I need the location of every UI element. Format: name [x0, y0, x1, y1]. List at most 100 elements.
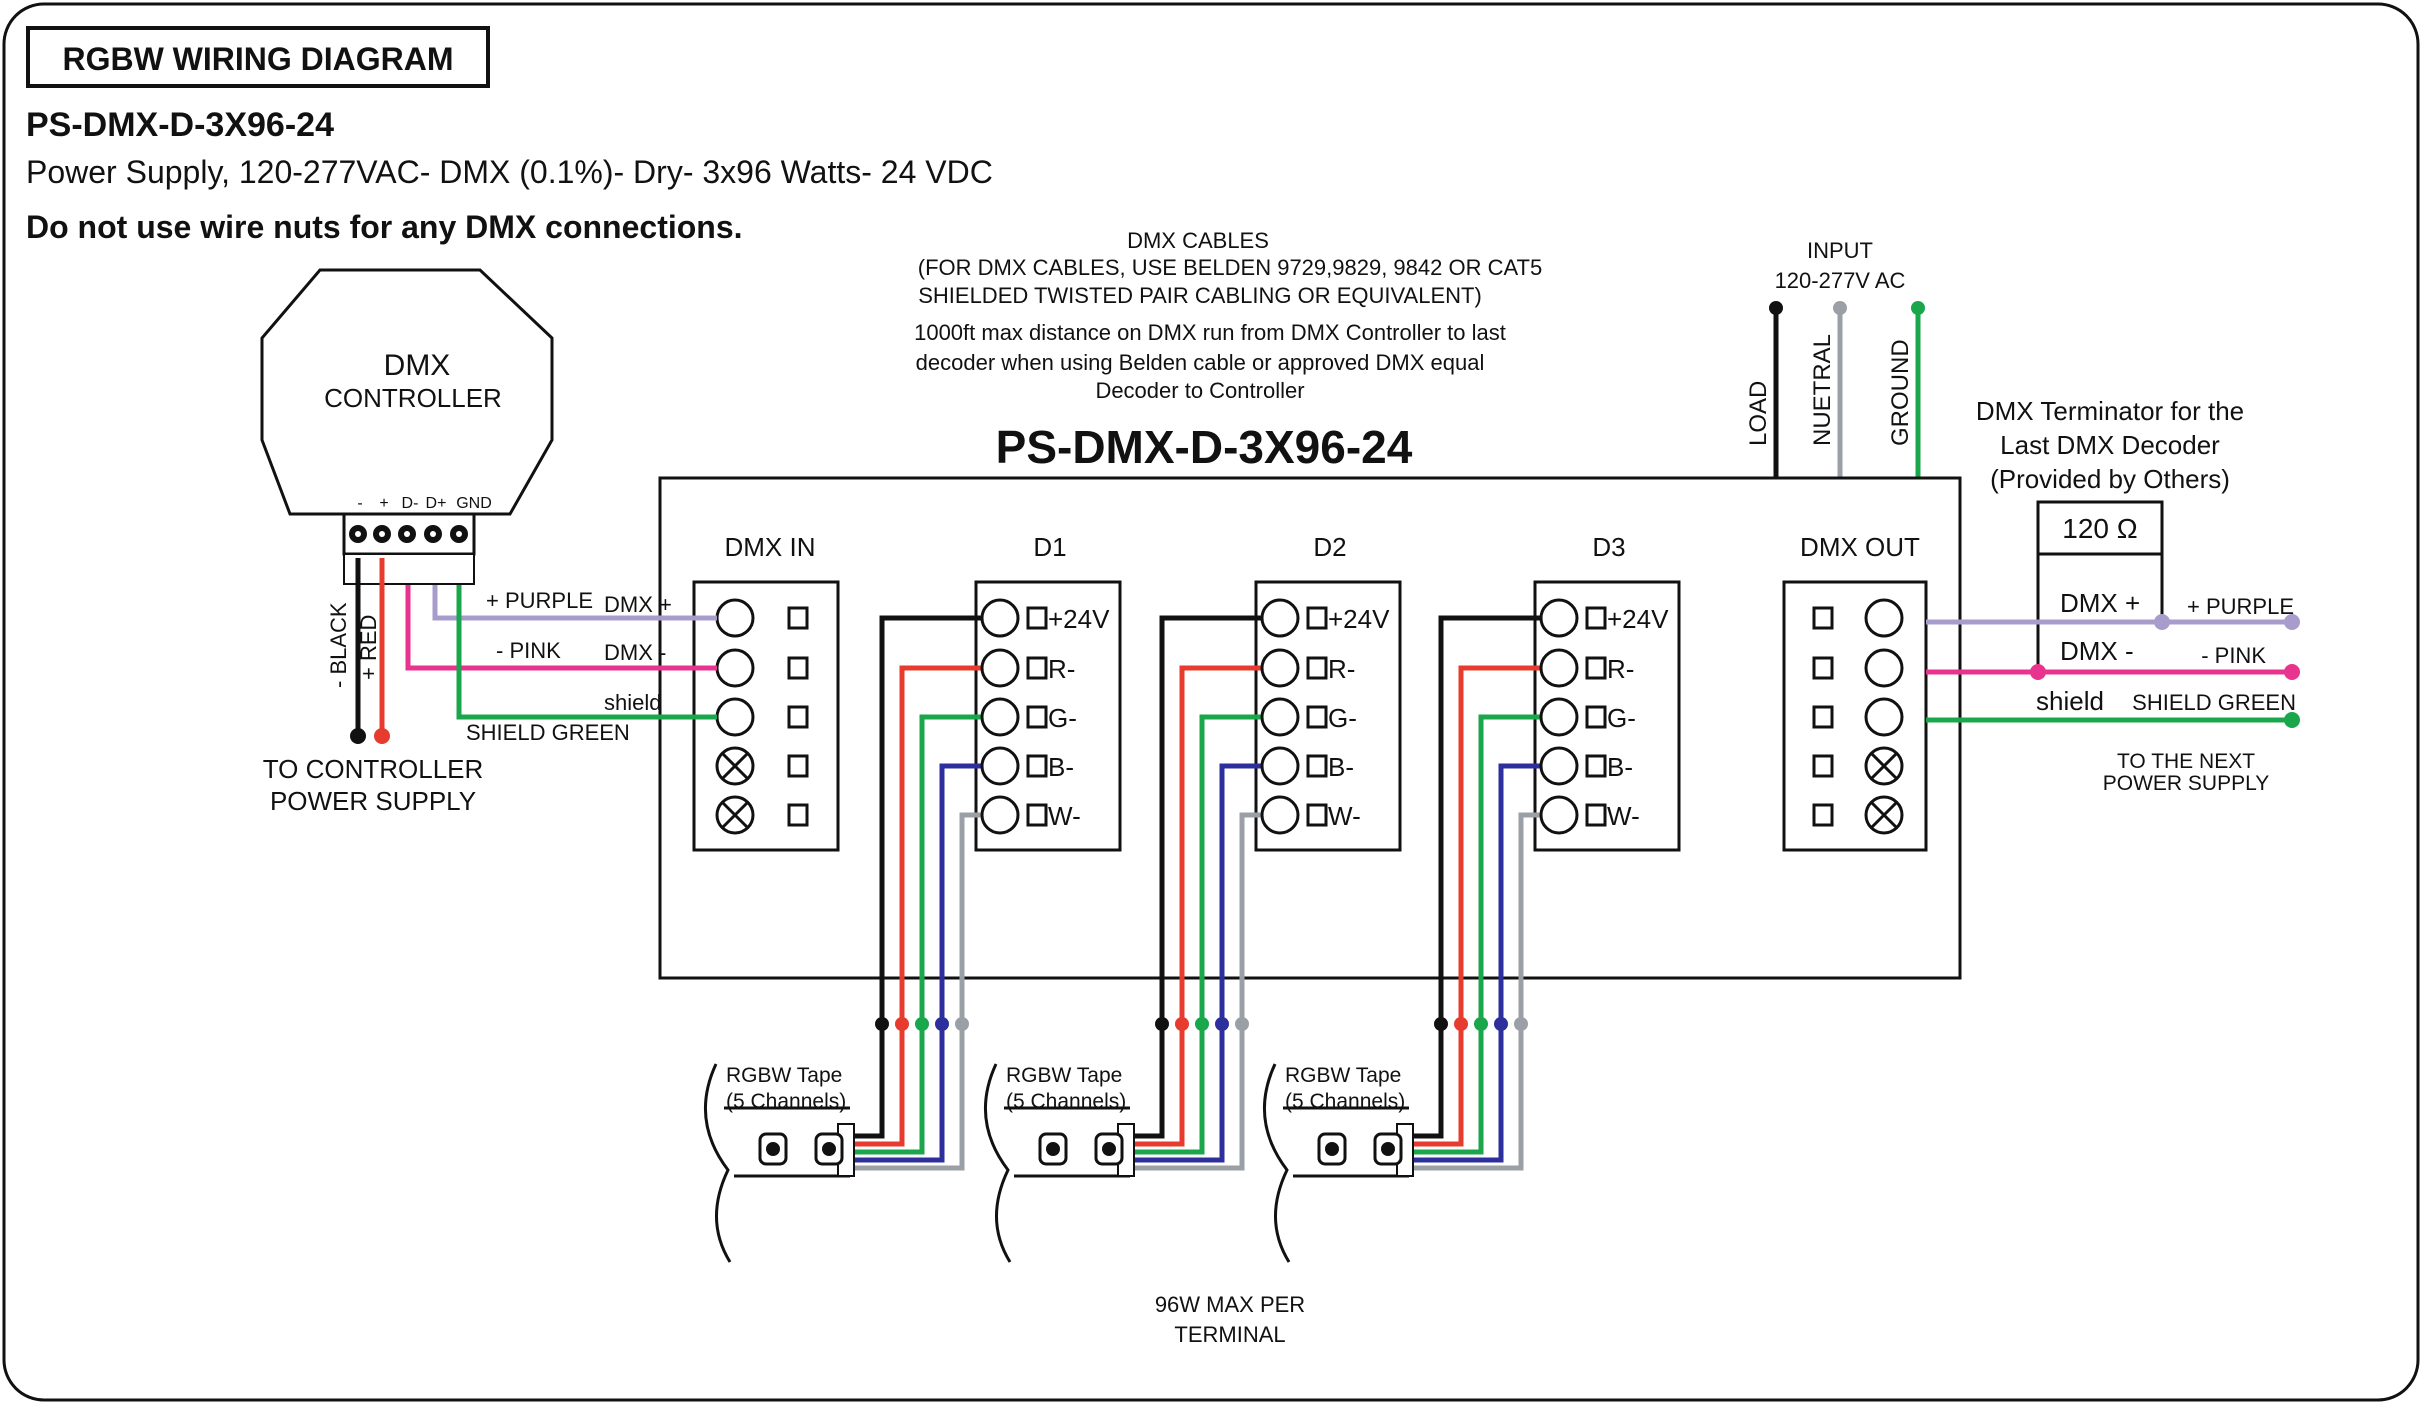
out-pin-minus: DMX -: [2060, 636, 2134, 666]
ground-label: GROUND: [1887, 339, 1914, 446]
pin-label: B-: [1607, 752, 1633, 782]
pin-label: +24V: [1328, 604, 1390, 634]
dmx-out-unused-terminal-1: [1864, 746, 1904, 786]
out-pink-label: - PINK: [2201, 643, 2266, 668]
svg-text:GND: GND: [456, 495, 492, 512]
rgbw-tape: RGBW Tape(5 Channels): [704, 1063, 855, 1263]
in-pink-label: - PINK: [496, 638, 561, 663]
tape-label-2: (5 Channels): [726, 1090, 846, 1113]
controller-title-1: DMX: [384, 349, 451, 382]
channel-terminal: [1260, 648, 1300, 688]
pin-label: R-: [1048, 654, 1075, 684]
pin-label: W-: [1328, 801, 1361, 831]
dmx-out-wires: [1926, 614, 2300, 728]
model-description: Power Supply, 120-277VAC- DMX (0.1%)- Dr…: [26, 154, 993, 190]
tape-label-1: RGBW Tape: [1006, 1064, 1122, 1087]
title-box: [26, 26, 490, 88]
svg-text:(FOR DMX CABLES, USE BELDEN 97: (FOR DMX CABLES, USE BELDEN 9729,9829, 9…: [918, 255, 1542, 280]
pin-label: G-: [1048, 703, 1077, 733]
controller-power-label-2: POWER SUPPLY: [270, 786, 476, 816]
in-green-label: SHIELD GREEN: [466, 720, 630, 745]
channel-wires: [1130, 615, 1280, 1171]
svg-text:DMX CABLES: DMX CABLES: [1127, 228, 1269, 253]
pin-label: G-: [1328, 703, 1357, 733]
tape-label-2: (5 Channels): [1285, 1090, 1405, 1113]
svg-text:120-277V AC: 120-277V AC: [1775, 268, 1906, 293]
warning-text: Do not use wire nuts for any DMX connect…: [26, 209, 743, 245]
dmx-in-unused-terminal-2: [715, 795, 755, 835]
pin-label: B-: [1048, 752, 1074, 782]
svg-text:D+: D+: [426, 495, 447, 512]
svg-text:+: +: [379, 495, 388, 512]
wire-black-label: - BLACK: [326, 602, 351, 688]
channel-title: D2: [1313, 532, 1346, 562]
svg-text:-: -: [357, 495, 362, 512]
dmx-in-pin-plus: DMX +: [604, 592, 672, 617]
diagram-title: RGBW WIRING DIAGRAM: [62, 41, 453, 77]
svg-text:Decoder to Controller: Decoder to Controller: [1095, 378, 1304, 403]
dmx-controller: DMX CONTROLLER - + D- D+ GND - BLACK + R…: [260, 268, 554, 816]
model-heading: PS-DMX-D-3X96-24: [26, 106, 334, 144]
channel-terminal: [980, 598, 1020, 638]
pin-label: W-: [1607, 801, 1640, 831]
channel-terminal: [980, 795, 1020, 835]
channel-terminal: [980, 697, 1020, 737]
channel-terminal: [1539, 795, 1579, 835]
input-wires: LOAD NUETRAL GROUND: [1745, 301, 1925, 480]
neutral-label: NUETRAL: [1809, 334, 1836, 446]
svg-text:(Provided by Others): (Provided by Others): [1990, 464, 2230, 494]
tape-label-2: (5 Channels): [1006, 1090, 1126, 1113]
dmx-in-block: DMX IN DMX + DMX - shield: [604, 532, 840, 852]
max-per-terminal-note: 96W MAX PER TERMINAL: [1155, 1292, 1305, 1347]
rgbw-tape: RGBW Tape (5 Channels): [984, 1063, 1135, 1263]
dmx-in-title: DMX IN: [725, 532, 816, 562]
channel-terminal: [980, 648, 1020, 688]
dmx-out-title: DMX OUT: [1800, 532, 1920, 562]
out-green-label: SHIELD GREEN: [2132, 690, 2296, 715]
tape-label-1: RGBW Tape: [1285, 1064, 1401, 1087]
svg-text:decoder when using Belden cabl: decoder when using Belden cable or appro…: [916, 350, 1485, 375]
out-pin-shield: shield: [2036, 686, 2104, 716]
svg-text:INPUT: INPUT: [1807, 238, 1873, 263]
terminator-note: DMX Terminator for the Last DMX Decoder …: [1976, 396, 2244, 494]
controller-title-2: CONTROLLER: [324, 383, 502, 413]
terminator: 120 Ω: [2036, 500, 2164, 672]
next-supply-1: TO THE NEXT: [2117, 750, 2255, 773]
pin-label: W-: [1048, 801, 1081, 831]
out-pin-plus: DMX +: [2060, 588, 2140, 618]
channel-terminal: [1539, 746, 1579, 786]
dmx-out-unused-terminal-2: [1864, 795, 1904, 835]
channel-2: D2 +24V R- G- B- W- RGBW Tape (5 Channels): [984, 532, 1402, 1263]
dmx-in-pin-shield: shield: [604, 690, 661, 715]
pin-label: B-: [1328, 752, 1354, 782]
svg-text:SHIELDED TWISTED PAIR CABLING: SHIELDED TWISTED PAIR CABLING OR EQUIVAL…: [918, 283, 1482, 308]
rgbw-tape: RGBW Tape (5 Channels): [1263, 1063, 1414, 1263]
dmx-cable-note: DMX CABLES (FOR DMX CABLES, USE BELDEN 9…: [914, 228, 1542, 403]
channel-title: D3: [1592, 532, 1625, 562]
channel-title: D1: [1033, 532, 1066, 562]
svg-text:Last DMX Decoder: Last DMX Decoder: [2000, 430, 2220, 460]
pin-label: +24V: [1607, 604, 1669, 634]
controller-power-label-1: TO CONTROLLER: [263, 754, 484, 784]
pin-label: R-: [1607, 654, 1634, 684]
pin-label: G-: [1607, 703, 1636, 733]
pin-label: +24V: [1048, 604, 1110, 634]
channel-terminal: [1260, 697, 1300, 737]
channel-terminal: [1260, 795, 1300, 835]
in-purple-label: + PURPLE: [486, 588, 593, 613]
load-label: LOAD: [1745, 381, 1772, 446]
channel-terminal: [1260, 746, 1300, 786]
svg-text:D-: D-: [402, 495, 419, 512]
channel-terminal: [1260, 598, 1300, 638]
channel-terminal: [1539, 648, 1579, 688]
svg-text:TERMINAL: TERMINAL: [1174, 1322, 1285, 1347]
channel-3: D3 +24V R- G- B- W- RGBW Tape (5 Channels): [1263, 532, 1681, 1263]
channel-terminal: [980, 746, 1020, 786]
decoder-model: PS-DMX-D-3X96-24: [996, 421, 1413, 473]
svg-text:1000ft max distance on DMX run: 1000ft max distance on DMX run from DMX …: [914, 320, 1506, 345]
terminator-value: 120 Ω: [2062, 513, 2137, 544]
pin-label: R-: [1328, 654, 1355, 684]
